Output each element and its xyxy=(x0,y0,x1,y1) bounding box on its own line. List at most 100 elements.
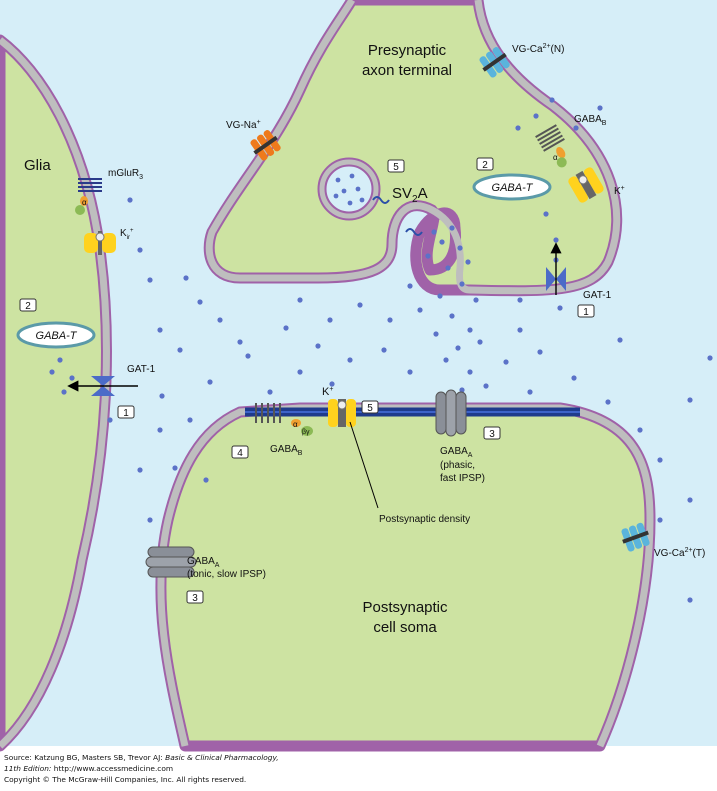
gaba-a-tonic-label-line2: (tonic, slow IPSP) xyxy=(187,569,266,580)
gat1-presynaptic-transporter xyxy=(546,267,566,291)
k-post-label: K+ xyxy=(322,386,333,398)
number-box-gabaa-tonic: 3 xyxy=(186,590,204,604)
gaba-dot xyxy=(553,237,559,243)
gaba-dot xyxy=(445,265,451,271)
gaba-dot xyxy=(605,399,611,405)
gaba-dot xyxy=(457,245,463,251)
gaba-dot xyxy=(137,247,143,253)
gaba-dot xyxy=(537,349,543,355)
gaba-dot xyxy=(459,387,465,393)
gaba-dot xyxy=(107,417,113,423)
gaba-dot xyxy=(455,345,461,351)
mglur3-receptor xyxy=(75,178,102,215)
presynaptic-label-line2: axon terminal xyxy=(362,62,452,79)
gaba-a-phasic-receptor xyxy=(435,389,467,437)
alpha-label-glia: α xyxy=(82,198,87,207)
gaba-dot xyxy=(137,467,143,473)
gaba-dot xyxy=(329,381,335,387)
gaba-dot xyxy=(425,253,431,259)
gaba-dot xyxy=(687,597,693,603)
gaba-dot xyxy=(443,357,449,363)
gaba-dot xyxy=(449,225,455,231)
edition-line: 11th Edition: http://www.accessmedicine.… xyxy=(4,764,174,773)
gaba-dot xyxy=(557,305,563,311)
gaba-a-phasic-label-line1: GABAA xyxy=(440,446,473,459)
gaba-dot xyxy=(147,277,153,283)
gaba-dot xyxy=(203,477,209,483)
svg-text:GABA-T: GABA-T xyxy=(36,330,78,342)
gaba-dot xyxy=(49,369,55,375)
gaba-a-phasic-label-line2: (phasic, xyxy=(440,460,475,471)
gaba-dot xyxy=(473,297,479,303)
gaba-molecules xyxy=(49,97,713,603)
number-box-gaba-t-pre: 2 xyxy=(476,157,494,171)
gaba-dot xyxy=(543,211,549,217)
gaba-dot xyxy=(187,417,193,423)
gat1-glia-transporter xyxy=(91,376,115,396)
gaba-dot xyxy=(515,125,521,131)
gaba-dot xyxy=(245,353,251,359)
gaba-t-glia: GABA-T xyxy=(16,321,96,349)
gaba-dot xyxy=(57,357,63,363)
gaba-dot xyxy=(283,325,289,331)
gaba-b-pre-label: GABAB xyxy=(574,114,607,127)
beta-gamma-label-post: βγ xyxy=(302,429,310,436)
k-pre-label: K+ xyxy=(614,185,625,197)
postsynaptic-label-line2: cell soma xyxy=(373,619,437,636)
gaba-dot xyxy=(571,375,577,381)
gaba-dot xyxy=(467,369,473,375)
gaba-dot xyxy=(159,393,165,399)
gaba-dot xyxy=(517,327,523,333)
gaba-dot xyxy=(237,339,243,345)
gaba-dot xyxy=(69,375,75,381)
vg-ca-t-channel xyxy=(621,522,650,552)
psd-label: Postsynaptic density xyxy=(379,514,470,525)
number-box-gat1-glia: 1 xyxy=(117,405,135,419)
psd-leader-line xyxy=(349,421,379,509)
sv2a-protein xyxy=(372,196,390,204)
gaba-dot xyxy=(147,517,153,523)
gaba-b-postsynaptic-receptor xyxy=(255,403,313,436)
sv2a-label: SV2A xyxy=(392,185,428,205)
gaba-dot xyxy=(267,389,273,395)
gaba-dot xyxy=(707,355,713,361)
gaba-dot xyxy=(183,275,189,281)
gaba-dot xyxy=(61,389,67,395)
gaba-dot xyxy=(172,465,178,471)
gaba-dot xyxy=(357,302,363,308)
svg-text:3: 3 xyxy=(489,429,495,440)
gaba-dot xyxy=(407,369,413,375)
gaba-b-presynaptic-receptor xyxy=(535,124,567,168)
gaba-dot xyxy=(533,113,539,119)
gaba-dot xyxy=(197,299,203,305)
gaba-dot xyxy=(459,281,465,287)
gaba-dot xyxy=(381,347,387,353)
gaba-t-presynaptic: GABA-T xyxy=(472,173,552,201)
svg-text:3: 3 xyxy=(192,593,198,604)
number-box-k-post: 5 xyxy=(361,400,379,414)
gaba-dot xyxy=(687,397,693,403)
vg-na-label: VG-Na+ xyxy=(226,119,261,131)
gaba-dot xyxy=(315,343,321,349)
vg-ca-t-label: VG-Ca2+(T) xyxy=(654,547,705,559)
gaba-a-phasic-label-line3: fast IPSP) xyxy=(440,473,485,484)
gaba-dot xyxy=(297,369,303,375)
copyright-line: Copyright © The McGraw-Hill Companies, I… xyxy=(4,775,247,784)
gaba-dot xyxy=(617,337,623,343)
gaba-a-tonic-label-line1: GABAA xyxy=(187,556,220,569)
gaba-dot xyxy=(657,517,663,523)
gaba-dot xyxy=(517,297,523,303)
vg-ca-n-label: VG-Ca2+(N) xyxy=(512,43,564,55)
gaba-dot xyxy=(527,389,533,395)
gaba-dot xyxy=(177,347,183,353)
alpha-label-post: α xyxy=(293,420,298,429)
gaba-dot xyxy=(657,457,663,463)
number-box-gabaa-phasic: 3 xyxy=(483,426,501,440)
svg-text:1: 1 xyxy=(583,307,589,318)
gaba-dot xyxy=(503,359,509,365)
gaba-dot xyxy=(437,293,443,299)
figure-footer: Source: Katzung BG, Masters SB, Trevor A… xyxy=(4,752,716,785)
svg-text:2: 2 xyxy=(482,160,488,171)
alpha-label-pre: α xyxy=(553,153,558,162)
